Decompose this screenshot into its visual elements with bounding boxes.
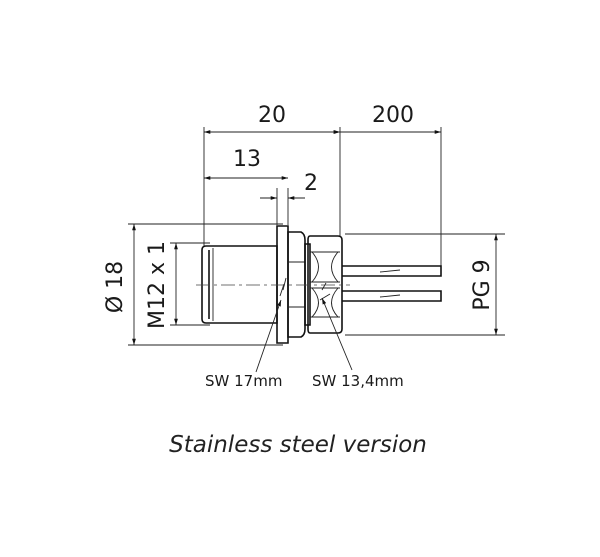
dimension-diameter-18-label: Ø 18 — [103, 261, 128, 313]
dimension-200-label: 200 — [372, 103, 414, 128]
cable-wires — [342, 265, 442, 302]
dimension-pg9-label: PG 9 — [470, 259, 495, 310]
dimension-diameter-18: Ø 18 — [103, 224, 136, 345]
caption: Stainless steel version — [169, 432, 427, 458]
dimension-thread-m12-label: M12 x 1 — [145, 241, 170, 329]
wrench-size-gland-label: SW 13,4mm — [312, 372, 404, 390]
dimension-200: 200 — [325, 103, 441, 134]
wrench-size-nut-label: SW 17mm — [205, 372, 282, 390]
dimension-2-label: 2 — [304, 171, 318, 196]
leader-lines — [255, 297, 353, 373]
extension-lines — [128, 127, 505, 346]
dimension-13: 13 — [204, 147, 288, 180]
dimension-13-label: 13 — [233, 147, 261, 172]
dimension-pg9: PG 9 — [470, 234, 498, 335]
connector-body — [196, 225, 350, 344]
dimension-thread-m12: M12 x 1 — [145, 241, 178, 329]
dimension-2: 2 — [260, 171, 318, 200]
dimension-20: 20 — [204, 103, 340, 134]
dimension-20-label: 20 — [258, 103, 286, 128]
